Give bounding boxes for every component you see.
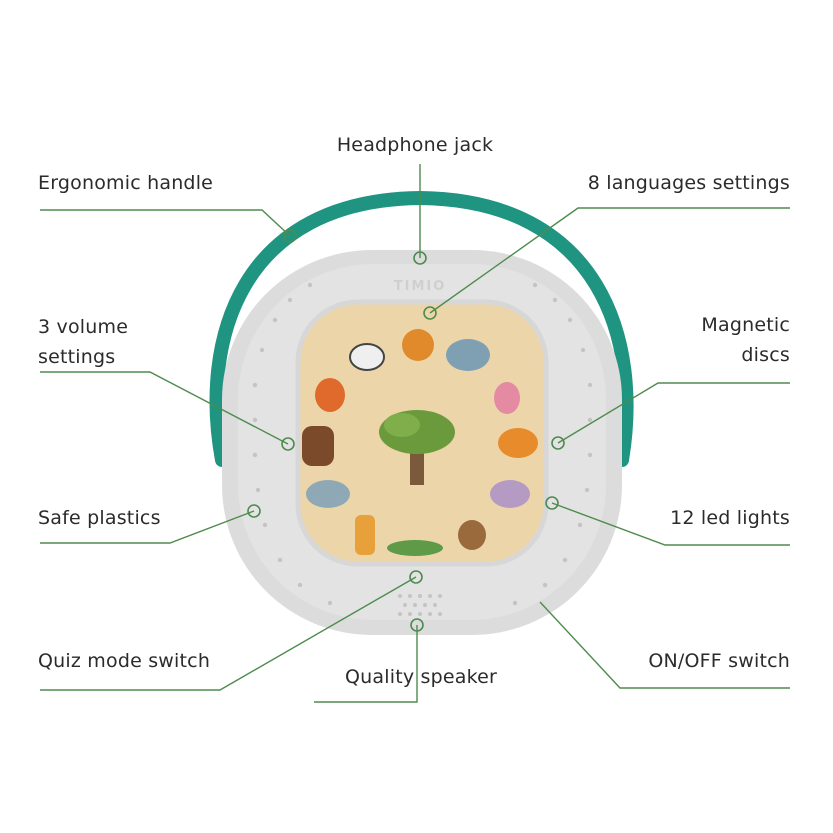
crocodile-illustration xyxy=(387,540,443,556)
leader-line-volume xyxy=(40,371,289,445)
leader-line-onoff xyxy=(539,601,790,689)
label-magnetic-line2: discs xyxy=(741,344,790,366)
label-magnetic-line1: Magnetic xyxy=(701,314,790,336)
marker-languages xyxy=(423,306,437,320)
marker-volume xyxy=(281,437,295,451)
marker-ergonomic xyxy=(283,229,297,243)
marker-magnetic xyxy=(551,436,565,450)
lion-illustration xyxy=(402,329,434,361)
label-ergonomic-handle: Ergonomic handle xyxy=(38,172,214,194)
flamingo-illustration xyxy=(494,382,520,414)
speaker-perforation xyxy=(252,282,593,616)
label-volume-line2: settings xyxy=(38,346,116,368)
zebra-illustration xyxy=(349,343,385,371)
rhino-illustration xyxy=(306,480,350,508)
monkey-illustration xyxy=(458,520,486,550)
label-safe-plastics: Safe plastics xyxy=(38,507,161,529)
leader-line-speaker xyxy=(314,625,418,703)
marker-quiz xyxy=(409,570,423,584)
leader-lines xyxy=(40,164,790,703)
leader-line-magnetic xyxy=(557,382,790,444)
label-onoff-switch: ON/OFF switch xyxy=(648,650,790,672)
marker-speaker xyxy=(410,618,424,632)
giraffe-illustration xyxy=(355,515,375,555)
label-headphone-jack: Headphone jack xyxy=(336,134,494,156)
bear-illustration xyxy=(302,426,334,466)
leader-line-languages xyxy=(429,207,790,314)
hippo-illustration xyxy=(490,480,530,508)
label-languages-settings: 8 languages settings xyxy=(587,172,790,194)
marker-led xyxy=(545,496,559,510)
brand-logo: TIMIO xyxy=(394,279,447,294)
label-quiz-mode: Quiz mode switch xyxy=(38,650,211,672)
elephant-illustration xyxy=(446,339,490,371)
leader-line-led xyxy=(551,502,790,546)
label-volume-line1: 3 volume xyxy=(38,316,129,338)
tree-illustration xyxy=(379,410,455,485)
callout-markers xyxy=(247,229,565,632)
leader-line-ergonomic xyxy=(40,209,291,237)
label-quality-speaker: Quality speaker xyxy=(345,666,498,688)
leader-line-safe xyxy=(40,510,255,544)
tiger-illustration xyxy=(498,428,538,458)
label-led-lights: 12 led lights xyxy=(670,507,790,529)
leader-line-quiz xyxy=(40,576,417,691)
marker-headphone xyxy=(413,251,427,265)
fox-illustration xyxy=(315,378,345,412)
marker-safe xyxy=(247,504,261,518)
